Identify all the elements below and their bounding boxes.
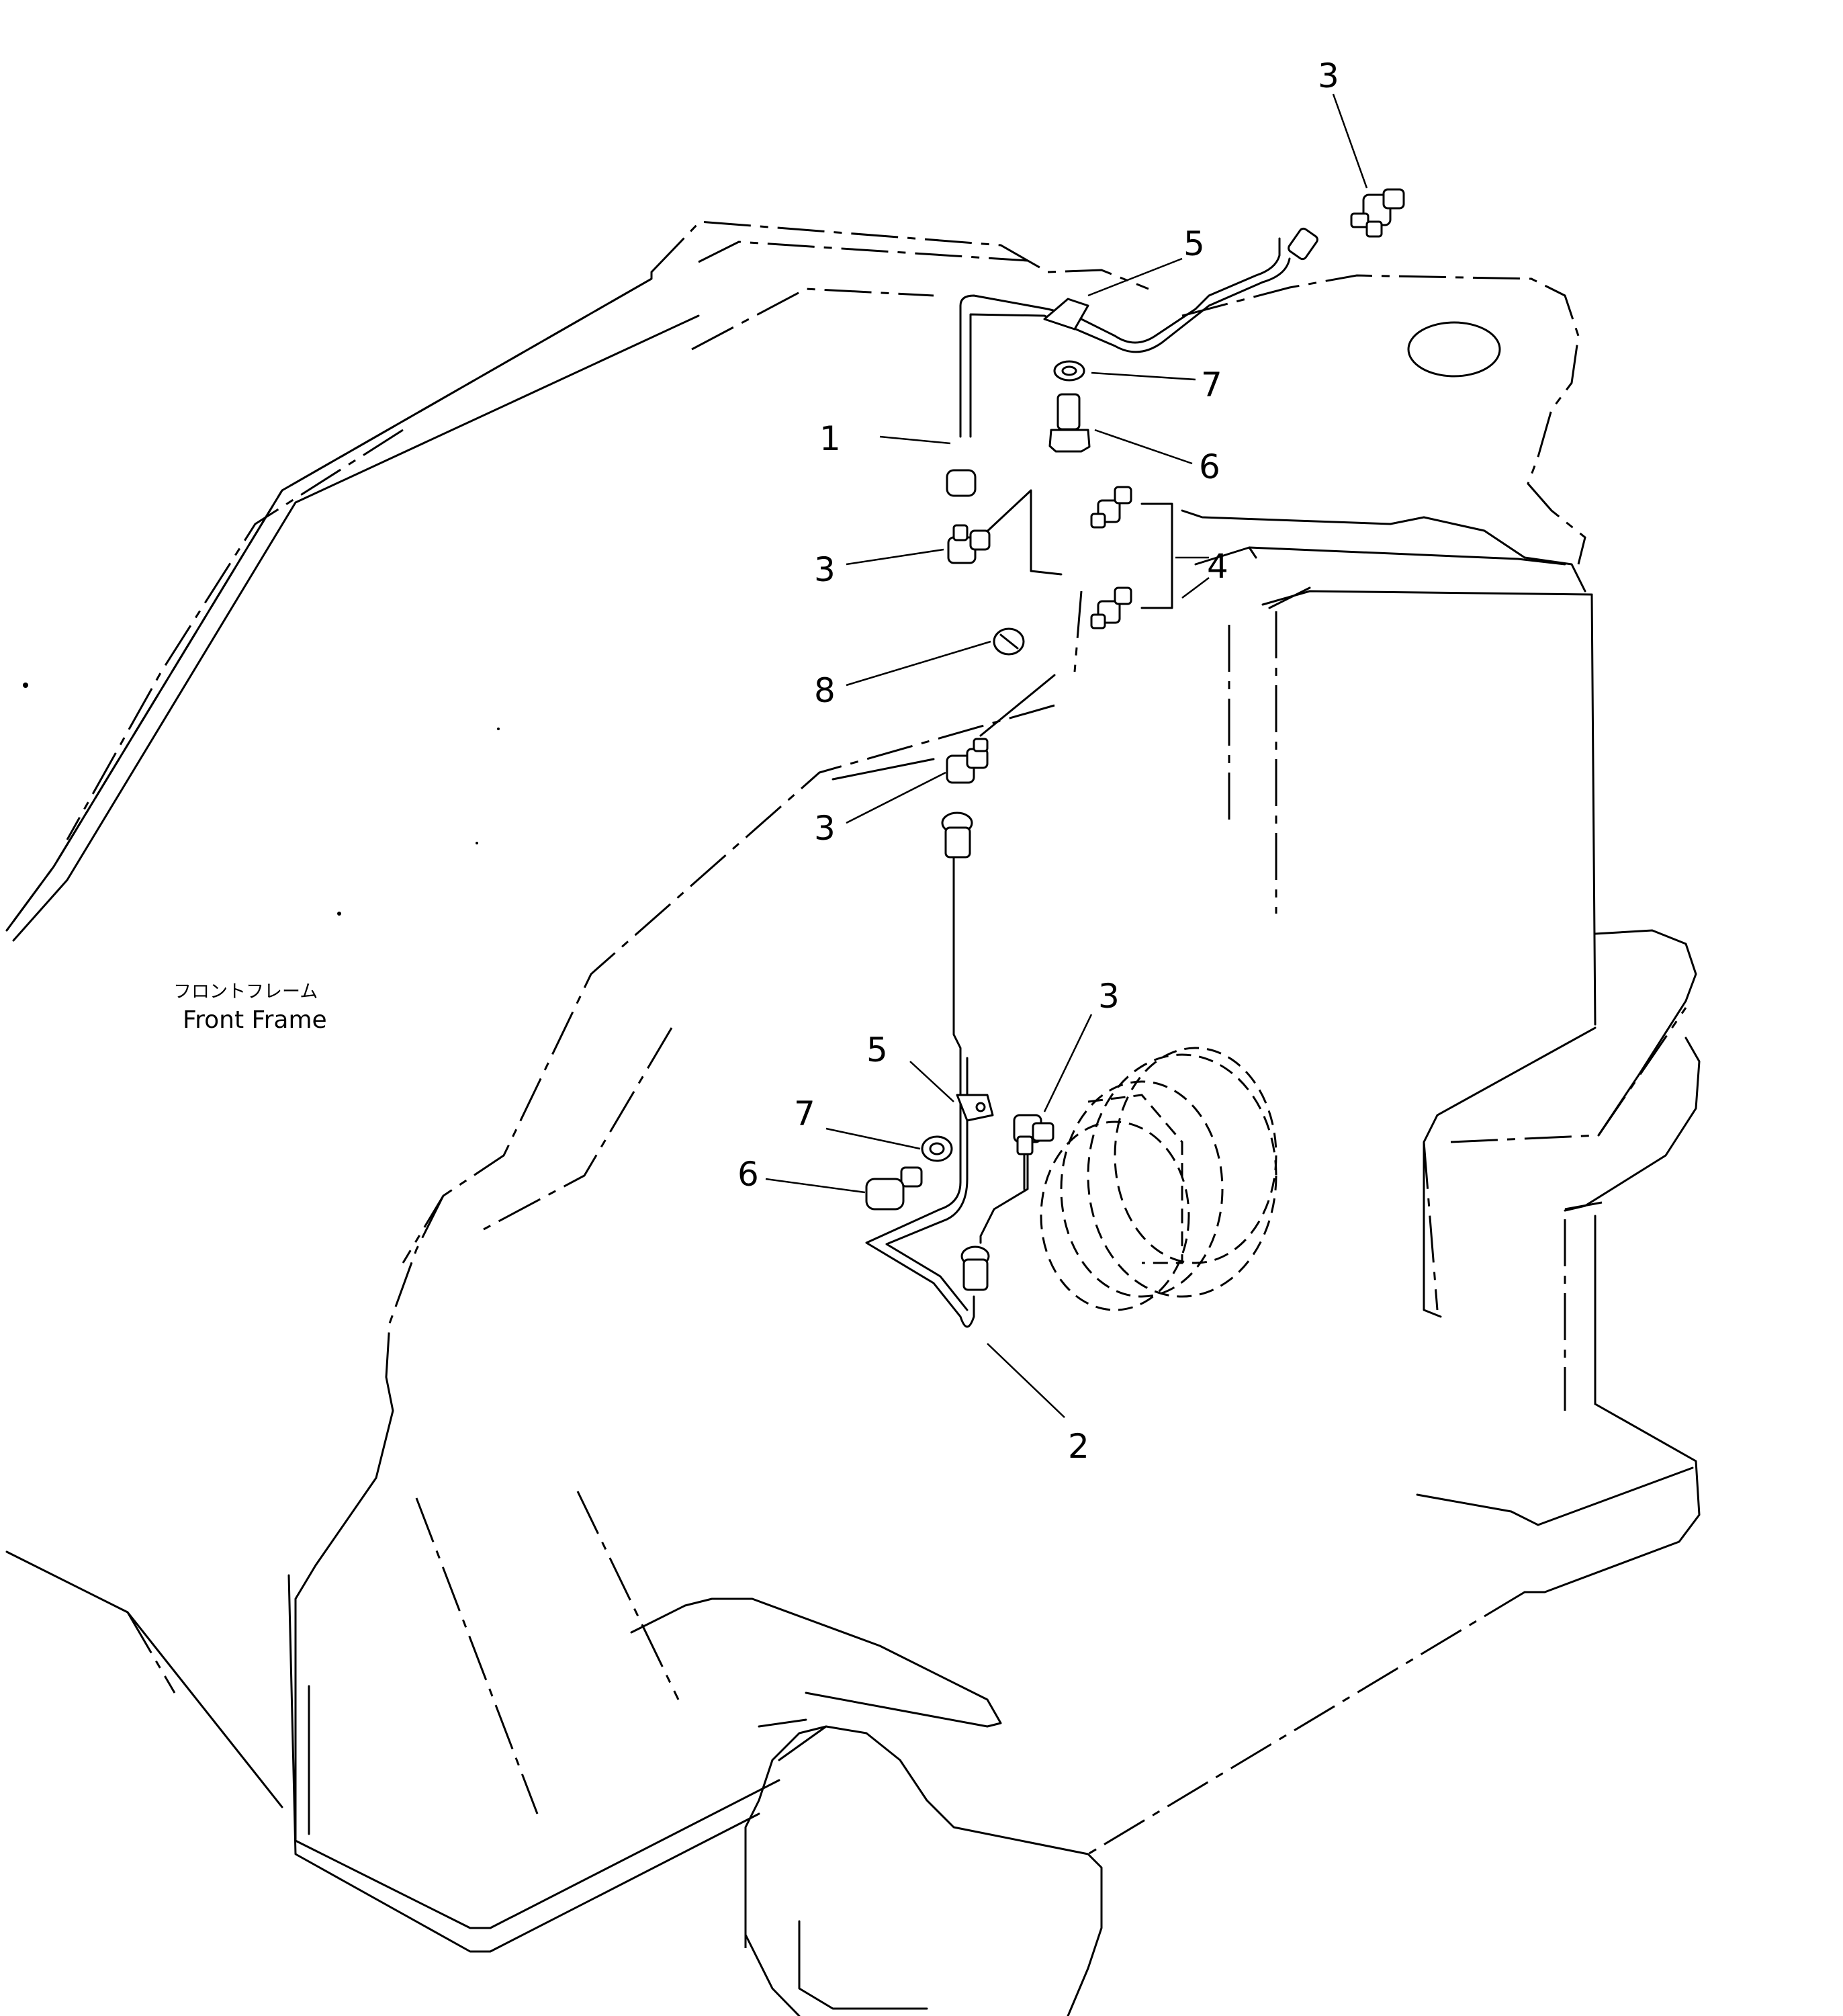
callout-3-center: 3 (1098, 977, 1120, 1016)
callout-6-bottom: 6 (737, 1155, 759, 1194)
frame-label: フロントフレーム Front Frame (173, 981, 327, 1034)
frame-label-japanese: フロントフレーム (173, 981, 318, 1002)
grease-tubes (865, 237, 1291, 1328)
callout-5-top: 5 (1183, 224, 1205, 263)
callout-4: 4 (1207, 547, 1228, 586)
callout-7-top: 7 (1201, 365, 1222, 404)
scan-dots (23, 683, 500, 916)
callout-6-top: 6 (1199, 447, 1220, 486)
leader-lines (765, 93, 1368, 1418)
callout-3-left-upper: 3 (814, 550, 836, 589)
frame-label-english: Front Frame (183, 1006, 327, 1034)
callout-1: 1 (819, 419, 841, 458)
callout-5-bottom: 5 (866, 1031, 888, 1069)
callout-3-top: 3 (1318, 56, 1339, 95)
elbow-fitting-top (1350, 188, 1405, 238)
callout-2: 2 (1068, 1427, 1089, 1466)
callout-8: 8 (814, 671, 836, 710)
axle-housing-hidden (1040, 1047, 1277, 1311)
callout-7-bottom: 7 (794, 1094, 815, 1133)
callout-numbers: 3 5 7 1 6 3 4 8 3 3 5 7 6 2 (737, 56, 1339, 1466)
front-frame-outline (5, 220, 1701, 2016)
parts (865, 188, 1405, 1291)
callout-3-left-lower: 3 (814, 809, 836, 848)
